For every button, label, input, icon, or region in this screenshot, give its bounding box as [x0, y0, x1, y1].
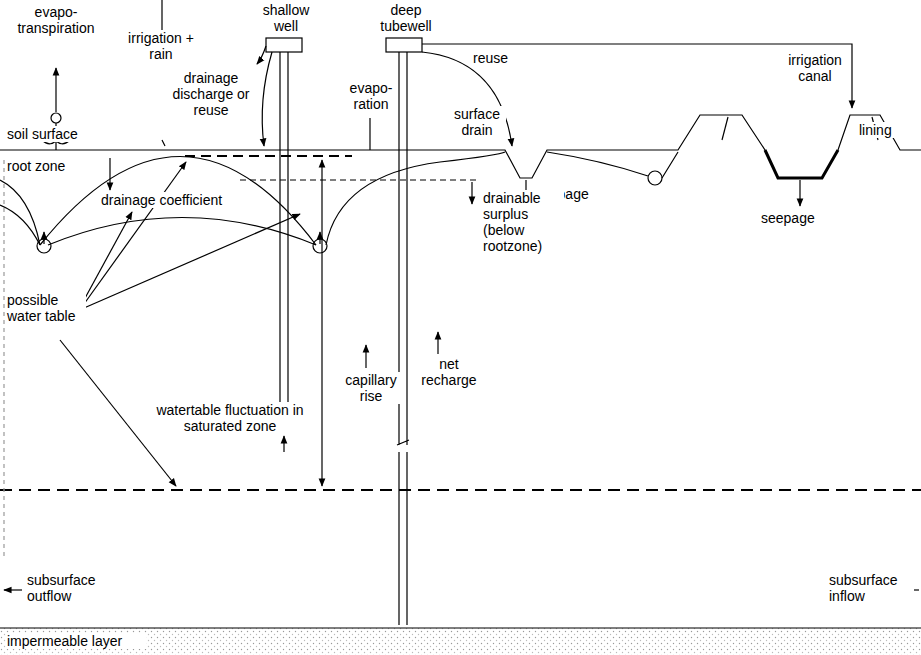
diagram-label: irrigation + rain [120, 30, 202, 62]
deep-tubewell-head [386, 38, 422, 52]
reuse-arrow [422, 44, 852, 108]
diagram-label: deep tubewell [368, 2, 444, 34]
diagram-label: subsurface outflow [26, 572, 116, 604]
diagram-label: drainable surplus (below rootzone) [482, 190, 564, 254]
diagram-label: watertable fluctuation in saturated zone [150, 402, 310, 434]
drain-pipe [648, 171, 662, 185]
diagram-label: irrigation canal [780, 52, 850, 84]
pipe-inflow-arrow [43, 232, 44, 244]
diagram-label: subsurface inflow [828, 572, 914, 604]
shallow-well-pipe [280, 52, 288, 430]
rootzone-line [185, 155, 352, 157]
reuse-arrow [422, 52, 512, 146]
diagram-label: net recharge [414, 356, 484, 388]
capillary-arrow [365, 345, 366, 368]
diagram-label: lining [858, 122, 914, 138]
seepage-arrow [799, 180, 800, 206]
fluctuation-arrow [321, 160, 322, 486]
boundary-line [3, 160, 4, 560]
diagram-label: impermeable layer [6, 633, 146, 649]
shallow-well-head [266, 38, 302, 52]
outflow-arrow [4, 589, 22, 590]
diagram-label: reuse [472, 50, 522, 66]
diagram-label: evapo- transpiration [6, 4, 106, 36]
drainage-coefficient-arrow [109, 158, 110, 190]
lower-water-table [0, 489, 921, 491]
diagram-label: seepage [760, 210, 830, 226]
diagram-label: evapo- ration [346, 80, 396, 112]
shallow-well-arrow [283, 436, 284, 452]
diagram-label: capillary rise [338, 372, 404, 404]
diagram-label: possible water table [6, 292, 86, 324]
drainable-surplus-line [240, 179, 478, 180]
evaporation-line [369, 118, 370, 150]
recharge-arrow [437, 332, 438, 354]
diagram-label: drainage discharge or reuse [168, 70, 254, 118]
leader-line [84, 214, 300, 308]
drainable-surplus-arrow [471, 182, 472, 204]
water-table-arc [0, 180, 40, 245]
water-table-arc [48, 218, 316, 246]
leader-line [84, 212, 132, 300]
diagram-label: drainage coefficient [100, 192, 250, 208]
discharge-arrow [262, 52, 272, 146]
leader-line [84, 162, 186, 304]
diagram-label: root zone [6, 158, 96, 174]
irrigation-rain-line [162, 0, 165, 146]
evapotranspiration-arrow [55, 68, 56, 112]
canal-lining [765, 150, 838, 178]
discharge-arrow [257, 46, 266, 64]
deep-tubewell-pipe [397, 52, 409, 625]
water-table-arc [0, 205, 40, 245]
diagram-label: shallow well [248, 2, 324, 34]
impermeable-layer [0, 628, 921, 655]
pipe-inflow-arrow [319, 232, 320, 244]
diagram-label: soil surface [6, 126, 106, 142]
seepage-arrow [722, 117, 728, 140]
diagram-label: surface drain [448, 106, 506, 138]
impermeable-boundary [0, 627, 921, 628]
